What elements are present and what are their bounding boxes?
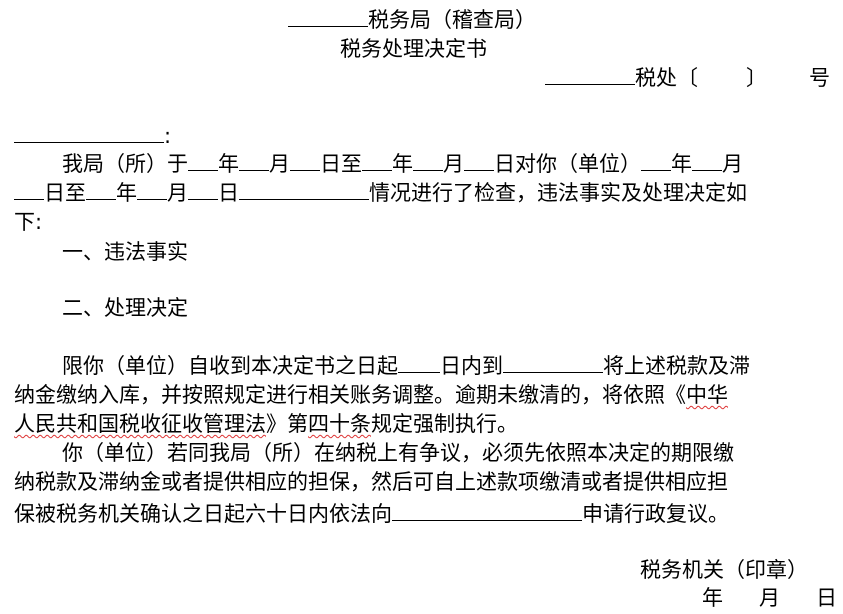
date-blank[interactable] (137, 179, 167, 200)
date-blank[interactable] (641, 150, 671, 171)
date-blank[interactable] (413, 150, 443, 171)
para2-line3: 人民共和国税收征收管理法》第四十条规定强制执行。 (14, 410, 518, 439)
para3-line3: 保被税务机关确认之日起六十日内依法向 申请行政复议。 (14, 500, 729, 529)
date-blank[interactable] (464, 150, 494, 171)
para1-line1: 我局（所）于 年 月 日至 年 月 日对你（单位） 年 月 (62, 150, 743, 179)
para1-text: 日对你（单位） (494, 152, 641, 176)
day-label: 日 (218, 181, 239, 205)
para2-text: 规定强制执行。 (371, 412, 518, 436)
year-label: 年 (392, 152, 413, 176)
law-name-part: 人民共和国税收征收管理法 (14, 412, 266, 436)
day-to-label: 日至 (320, 152, 362, 176)
year-label: 年 (218, 152, 239, 176)
para3-text: 申请行政复议。 (582, 502, 729, 526)
date-blank[interactable] (14, 179, 44, 200)
year-label: 年 (702, 586, 723, 610)
para2-line2: 纳金缴纳入库，并按照规定进行相关账务调整。逾期未缴清的，将依照《中华 (14, 381, 728, 410)
month-label: 月 (722, 152, 743, 176)
number-prefix-blank[interactable] (545, 64, 635, 85)
para3-line1: 你（单位）若同我局（所）在纳税上有争议，必须先依照本决定的期限缴 (62, 441, 734, 465)
recipient-blank[interactable] (14, 122, 164, 143)
month-label: 月 (167, 181, 188, 205)
authority-suffix: 税务局（稽查局） (368, 8, 536, 32)
article-number: 四十条 (308, 412, 371, 436)
para2-text: 日内到 (440, 354, 503, 378)
number-mid: 税处〔 (635, 66, 698, 90)
month-label: 月 (269, 152, 290, 176)
para1-text: 我局（所）于 (62, 152, 188, 176)
document-number: 税处〔 〕 号 (545, 64, 830, 93)
year-label: 年 (116, 181, 137, 205)
year-label: 年 (671, 152, 692, 176)
para3-line2: 纳税款及滞纳金或者提供相应的担保，然后可自上述款项缴清或者提供相应担 (14, 470, 728, 494)
authority-line: 税务局（稽查局） (288, 6, 536, 35)
section-decision: 二、处理决定 (62, 296, 188, 320)
days-blank[interactable] (398, 352, 440, 373)
number-close: 〕 (746, 66, 767, 90)
para3-text: 保被税务机关确认之日起六十日内依法向 (14, 502, 392, 526)
matter-blank[interactable] (239, 179, 369, 200)
para2-line1: 限你（单位）自收到本决定书之日起 日内到 将上述税款及滞 (62, 352, 750, 381)
para2-text: 纳金缴纳入库，并按照规定进行相关账务调整。逾期未缴清的，将依照《 (14, 383, 686, 407)
number-suffix: 号 (809, 66, 830, 90)
day-label: 日 (816, 586, 837, 610)
date-blank[interactable] (188, 179, 218, 200)
authority-blank[interactable] (288, 6, 368, 27)
document-title: 税务处理决定书 (340, 37, 487, 61)
section-violation-facts: 一、违法事实 (62, 240, 188, 264)
recipient-colon: : (164, 124, 172, 148)
date-blank[interactable] (290, 150, 320, 171)
para2-text: 》第 (266, 412, 308, 436)
para1-line3: 下: (14, 210, 43, 234)
date-blank[interactable] (692, 150, 722, 171)
recipient-line: : (14, 122, 171, 151)
date-blank[interactable] (239, 150, 269, 171)
date-blank[interactable] (362, 150, 392, 171)
law-name-part: 中华 (686, 383, 728, 407)
day-to-label: 日至 (44, 181, 86, 205)
para2-text: 限你（单位）自收到本决定书之日起 (62, 354, 398, 378)
date-blank[interactable] (86, 179, 116, 200)
review-authority-blank[interactable] (392, 500, 582, 521)
para1-line2: 日至 年 月 日 情况进行了检查，违法事实及处理决定如 (14, 179, 747, 208)
month-label: 月 (443, 152, 464, 176)
signature-org: 税务机关（印章） (640, 558, 808, 582)
date-blank[interactable] (188, 150, 218, 171)
para1-text: 情况进行了检查，违法事实及处理决定如 (369, 181, 747, 205)
para2-text: 将上述税款及滞 (603, 354, 750, 378)
month-label: 月 (759, 586, 780, 610)
signature-date: 年月日 (702, 584, 837, 613)
place-blank[interactable] (503, 352, 603, 373)
